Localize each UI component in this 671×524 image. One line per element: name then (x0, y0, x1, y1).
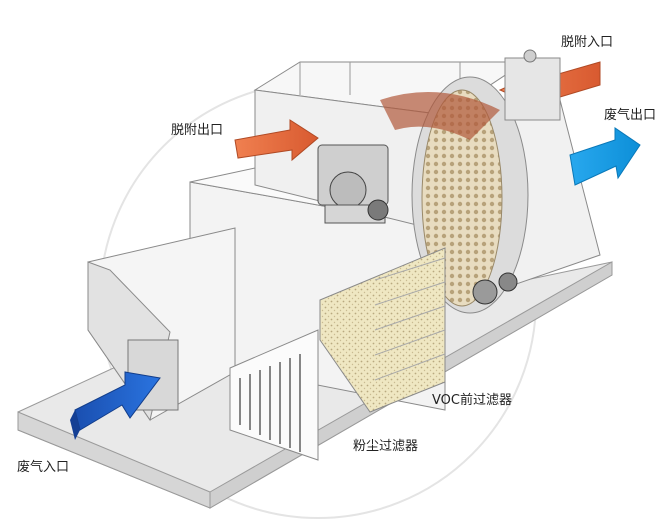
exhaust-inlet-arrow (70, 371, 161, 440)
label-desorption-inlet: 脱附入口 (561, 35, 614, 50)
voc-filter-layers (374, 257, 446, 381)
label-desorption-outlet: 脱附出口 (171, 123, 224, 138)
exhaust-outlet-arrow (569, 127, 641, 186)
desorption-sector (380, 92, 500, 140)
voc-prefilter (319, 247, 446, 413)
dust-filter (229, 329, 319, 461)
dust-filter-pleats (239, 354, 301, 452)
desorption-outlet-arrow (234, 119, 319, 162)
gear-drive-icon (472, 272, 518, 305)
fan-motor-icon (317, 144, 389, 224)
label-exhaust-outlet: 废气出口 (604, 108, 657, 123)
desorption-pipe (504, 57, 561, 121)
label-dust-filter: 粉尘过滤器 (353, 439, 419, 454)
label-voc-prefilter: VOC前过滤器 (432, 393, 512, 408)
label-exhaust-inlet: 废气入口 (17, 460, 70, 475)
